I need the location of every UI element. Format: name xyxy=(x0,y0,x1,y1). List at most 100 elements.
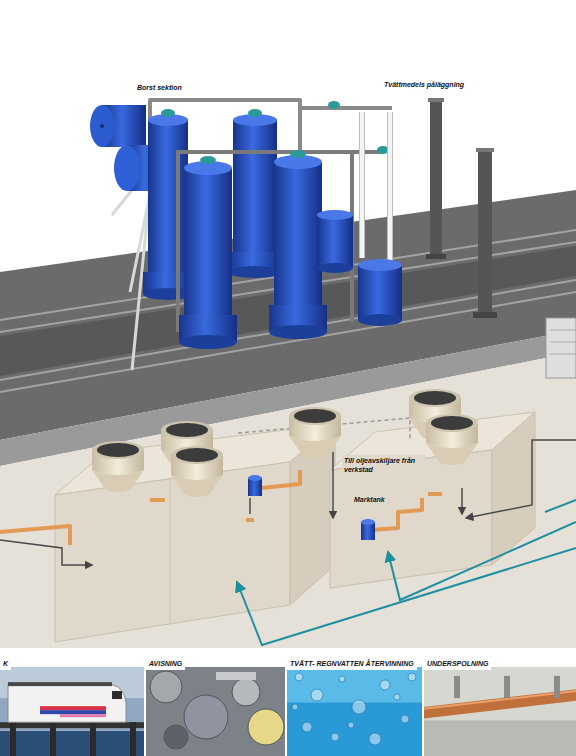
applicator-post xyxy=(430,98,442,258)
water xyxy=(0,731,144,756)
detergent-tank xyxy=(358,259,402,271)
machine-housing xyxy=(546,318,576,378)
water-drop xyxy=(348,722,354,728)
bridge-pillar xyxy=(50,722,56,756)
brush-cylinder xyxy=(248,109,262,117)
brush-cylinder xyxy=(274,162,322,307)
brush-frame xyxy=(300,106,392,110)
water-drop xyxy=(331,733,339,741)
detergent-tank xyxy=(317,263,353,273)
brush-drum xyxy=(114,145,140,191)
locomotive xyxy=(8,685,126,722)
panel-photo xyxy=(424,667,576,756)
water-pipe xyxy=(246,518,254,522)
nozzle xyxy=(504,676,510,698)
pipe-bg xyxy=(424,720,576,756)
water-drop xyxy=(380,680,390,690)
detergent-pipe xyxy=(362,112,390,268)
copper-pipe xyxy=(424,689,576,718)
water-pipe xyxy=(428,492,442,496)
brush-cylinder xyxy=(228,266,282,278)
bridge xyxy=(0,722,144,728)
water-drop xyxy=(352,700,366,714)
ground-tank xyxy=(55,462,290,642)
machine-part xyxy=(150,671,182,703)
applicator-post xyxy=(478,148,492,316)
bridge-pillar xyxy=(130,722,136,756)
copper-pipe xyxy=(424,691,576,709)
return-line xyxy=(388,522,576,600)
machine-housing xyxy=(546,318,576,378)
water-bg xyxy=(287,667,422,756)
photo-panel: AVISNING xyxy=(146,652,285,756)
pump xyxy=(248,475,262,481)
brush-cylinder xyxy=(233,120,277,260)
brush-frame xyxy=(328,101,340,109)
brush-cylinder xyxy=(148,120,188,280)
brush-cylinder xyxy=(161,109,175,117)
return-line xyxy=(237,500,576,645)
water-pipe xyxy=(150,498,165,502)
machine-part xyxy=(216,672,256,680)
water-drop xyxy=(394,694,400,700)
stripe xyxy=(40,710,106,714)
part-label: Marktank xyxy=(352,494,387,505)
tank-dome xyxy=(92,441,144,492)
applicator-post xyxy=(428,98,444,102)
flow-line xyxy=(466,440,576,518)
photo-panel: K xyxy=(0,652,144,756)
brush-cylinder xyxy=(179,156,237,349)
water-pipe xyxy=(0,470,442,545)
pump xyxy=(361,519,375,525)
brush-cylinder xyxy=(269,325,327,339)
part-label: Tvättmedels påläggning xyxy=(384,80,464,89)
flow-line xyxy=(249,498,251,514)
panel-caption: AVISNING xyxy=(146,658,185,670)
detergent-tank xyxy=(358,314,402,326)
photo-panel: TVÄTT- REGNVATTEN ÅTERVINNING xyxy=(287,652,422,756)
detergent-tank xyxy=(317,215,353,268)
machine-housing xyxy=(550,330,576,331)
water-bg xyxy=(287,667,422,703)
flow-line xyxy=(0,540,92,565)
bridge-pillar xyxy=(10,722,16,756)
ground-tank xyxy=(330,412,535,588)
water-drop xyxy=(339,676,345,682)
panel-photo xyxy=(287,667,422,756)
pipe-bg xyxy=(424,667,576,756)
pump xyxy=(248,475,375,540)
brush-frame xyxy=(178,101,389,332)
ground xyxy=(0,352,576,648)
return-line xyxy=(237,548,576,645)
part-label: Till oljeavskiljare från verkstad xyxy=(342,455,426,475)
water-drop xyxy=(369,733,381,745)
panel-caption: TVÄTT- REGNVATTEN ÅTERVINNING xyxy=(287,658,417,670)
detergent-tank xyxy=(358,265,402,320)
applicator-post xyxy=(473,312,497,318)
locomotive-window xyxy=(112,691,122,699)
brush-cylinder xyxy=(228,109,282,278)
water-drop xyxy=(302,722,312,732)
panel-caption: K xyxy=(0,658,11,670)
machine-part xyxy=(248,709,284,745)
machine-bg xyxy=(146,667,285,756)
brush-frame xyxy=(178,152,352,332)
applicator-post xyxy=(426,254,446,259)
detergent-tank xyxy=(317,210,353,220)
detergent-pipe xyxy=(360,112,364,258)
nozzle xyxy=(554,676,560,698)
brush-cylinder xyxy=(200,156,216,164)
detergent-pipe xyxy=(359,112,365,258)
brush-drum xyxy=(100,124,104,128)
locomotive-roof xyxy=(8,682,112,686)
detergent-pipe xyxy=(387,112,393,268)
ground xyxy=(0,352,576,648)
brush-cylinder xyxy=(184,168,232,318)
machine-housing xyxy=(550,354,576,355)
machine-part xyxy=(232,678,260,706)
brush-cylinder xyxy=(290,150,306,158)
tank-dome xyxy=(92,389,478,497)
